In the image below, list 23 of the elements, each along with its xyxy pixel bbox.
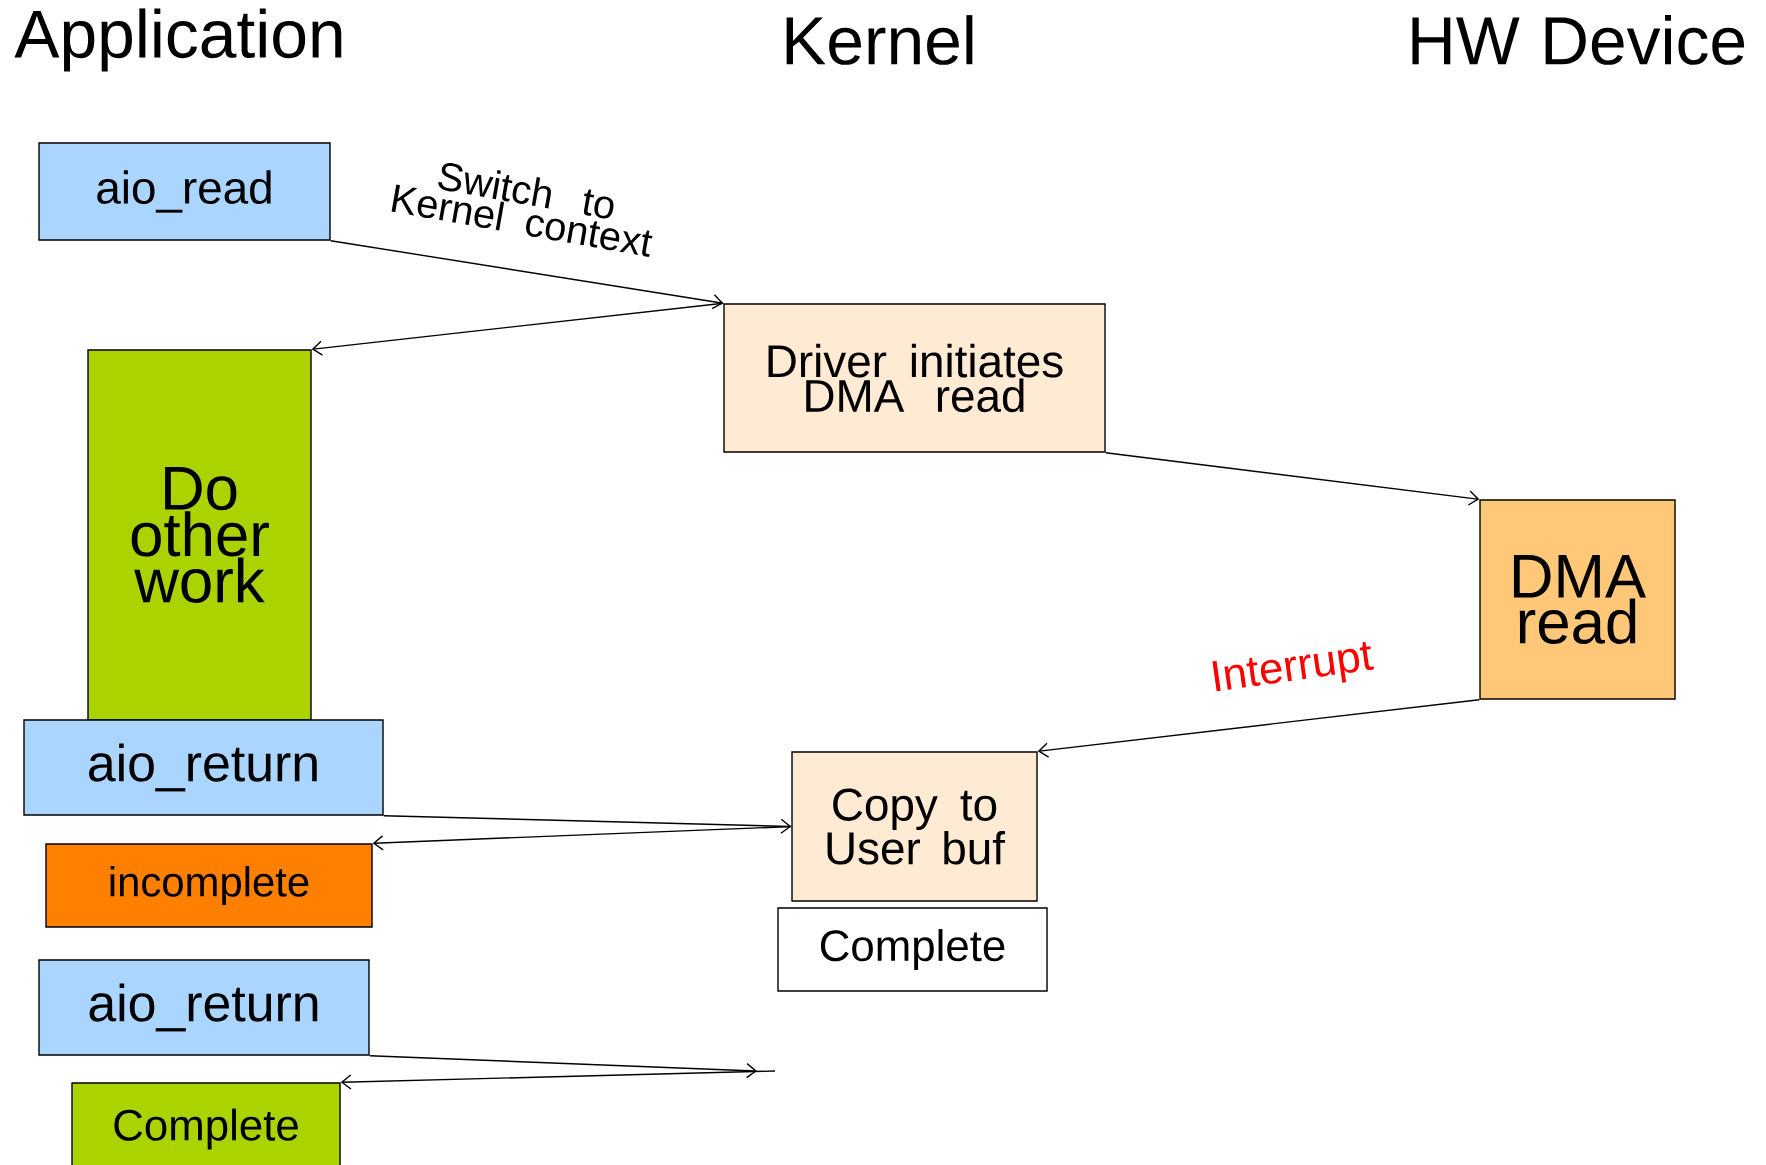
arrow	[330, 240, 724, 310]
column-heading: Kernel	[786, 15, 973, 65]
status-box: Do other work	[87, 349, 312, 721]
call-box: aio_read	[38, 142, 331, 241]
status-box: Complete	[71, 1082, 341, 1165]
status-box: incomplete	[45, 843, 373, 928]
process-box: Copy to User buf	[791, 751, 1038, 902]
arrow	[372, 825, 792, 851]
arrow	[369, 1055, 757, 1079]
status-box: Complete	[777, 907, 1048, 992]
column-heading: Application	[14, 8, 342, 72]
edge-label: Interrupt	[1212, 641, 1374, 692]
arrow	[340, 1070, 776, 1090]
arrow	[1037, 699, 1480, 758]
column-heading: HW Device	[1412, 15, 1745, 65]
device-box: DMA read	[1479, 499, 1676, 700]
arrow	[1105, 452, 1480, 506]
call-box: aio_return	[23, 719, 384, 816]
arrow	[383, 815, 792, 834]
edge-label: Switch to Kernel context	[391, 163, 653, 257]
call-box: aio_return	[38, 959, 370, 1056]
arrow	[311, 302, 724, 356]
process-box: Driver initiates DMA read	[723, 303, 1106, 453]
